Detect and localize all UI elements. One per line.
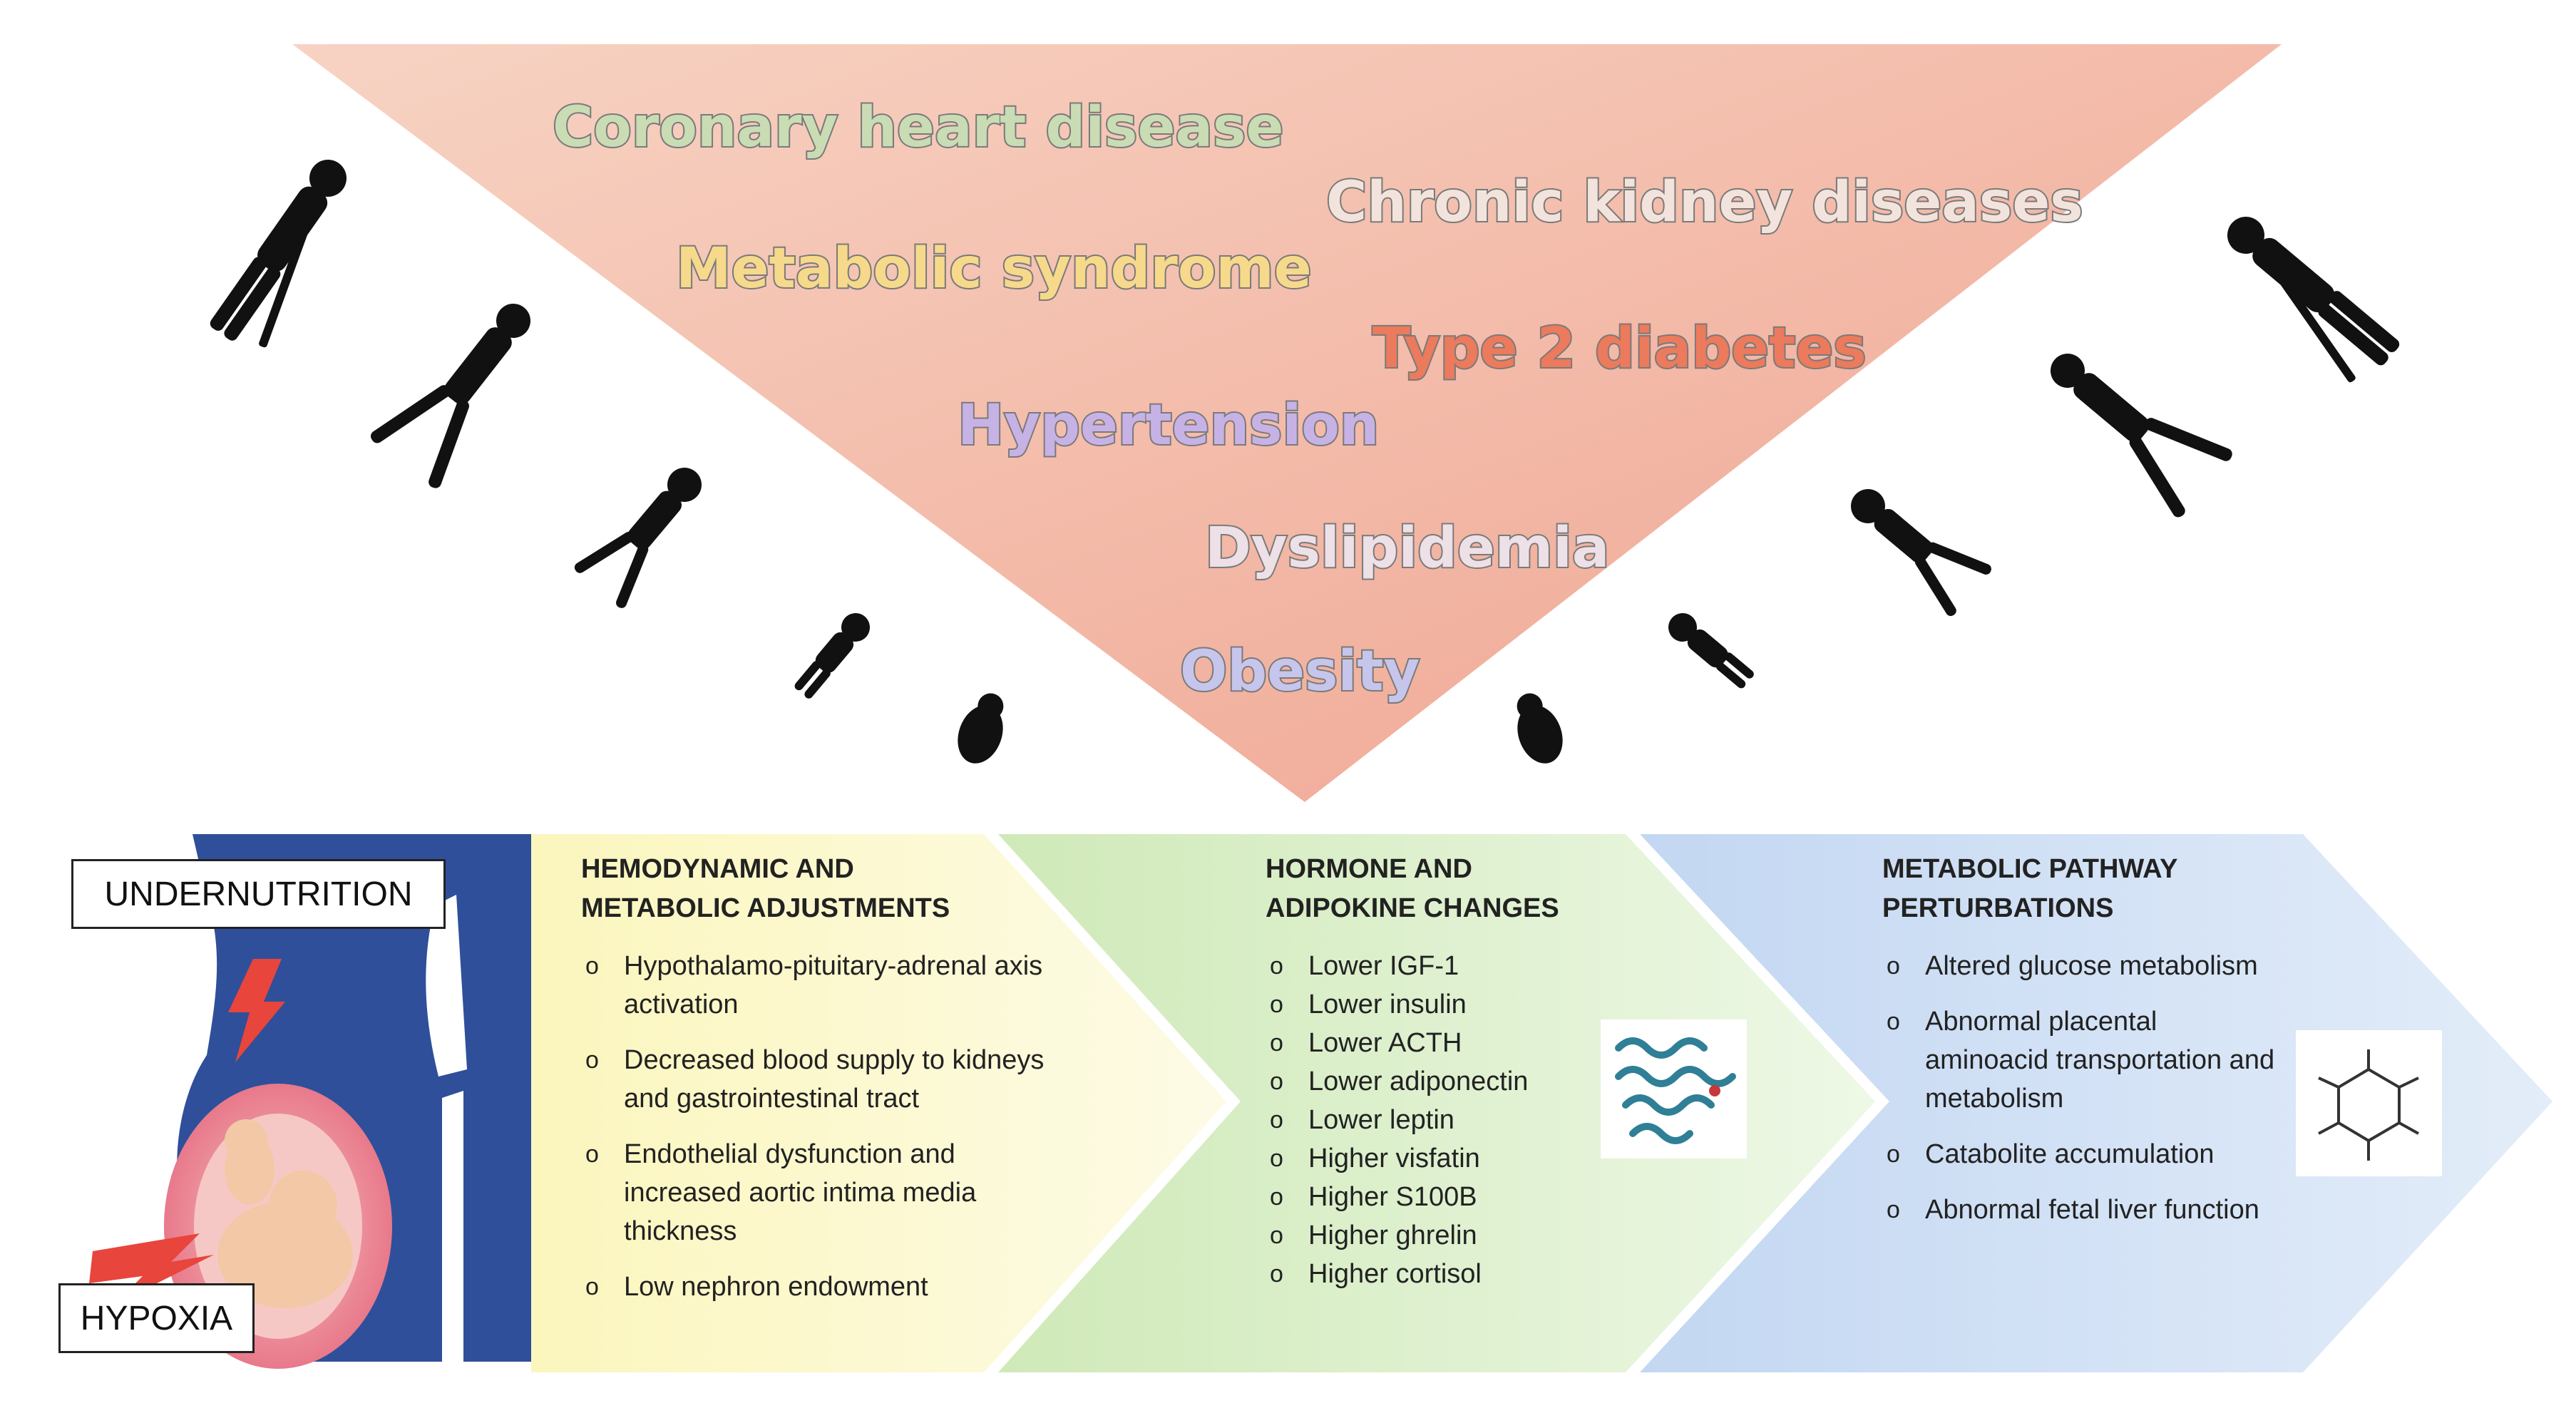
life-course-left [210, 160, 1004, 764]
elderly-silhouette-icon [2227, 217, 2400, 383]
list-item: Higher cortisol [1266, 1255, 1594, 1293]
list-item: Lower insulin [1266, 985, 1594, 1024]
panel-title: HEMODYNAMIC AND METABOLIC ADJUSTMENTS [581, 850, 1073, 928]
protein-structure-icon [1601, 1019, 1747, 1158]
panel-title-line: ADIPOKINE CHANGES [1266, 893, 1559, 924]
list-item: Higher visfatin [1266, 1139, 1594, 1178]
panel-list: Altered glucose metabolism Abnormal plac… [1882, 947, 2282, 1229]
disease-metabolic-syndrome: Metabolic syndrome [676, 237, 1312, 301]
panel-title-line: HORMONE AND [1266, 854, 1472, 884]
child-silhouette-icon [574, 468, 702, 608]
panel-title-line: METABOLIC ADJUSTMENTS [581, 893, 950, 924]
panel-list: Lower IGF-1 Lower insulin Lower ACTH Low… [1266, 947, 1594, 1293]
toddler-silhouette-icon [794, 613, 870, 699]
disease-obesity: Obesity [1180, 639, 1420, 704]
hypoxia-label: HYPOXIA [58, 1283, 255, 1353]
adult-silhouette-icon [2051, 354, 2232, 518]
list-item: Altered glucose metabolism [1882, 947, 2282, 985]
disease-pyramid [292, 44, 2282, 802]
list-item: Higher S100B [1266, 1178, 1594, 1216]
list-item: Endothelial dysfunction and increased ao… [581, 1135, 1073, 1250]
infant-silhouette-icon [1517, 693, 1563, 764]
panel-title-line: METABOLIC PATHWAY [1882, 854, 2178, 884]
adult-silhouette-icon [371, 304, 530, 488]
list-item: Abnormal placental aminoacid transportat… [1882, 1002, 2282, 1118]
list-item: Low nephron endowment [581, 1268, 1073, 1306]
panel-title: HORMONE AND ADIPOKINE CHANGES [1266, 850, 1594, 928]
disease-dyslipidemia: Dyslipidemia [1205, 516, 1609, 580]
lightning-icon [89, 1233, 214, 1305]
list-item: Higher ghrelin [1266, 1216, 1594, 1255]
elderly-silhouette-icon [210, 160, 347, 348]
inositol-molecule-icon [2296, 1030, 2442, 1176]
disease-coronary-heart-disease: Coronary heart disease [553, 96, 1283, 160]
list-item: Lower leptin [1266, 1101, 1594, 1139]
undernutrition-label: UNDERNUTRITION [71, 859, 446, 929]
disease-chronic-kidney-diseases: Chronic kidney diseases [1326, 170, 2083, 235]
child-silhouette-icon [1851, 489, 1991, 617]
fetus-icon [217, 1119, 353, 1308]
list-item: Lower IGF-1 [1266, 947, 1594, 985]
panel-metabolic-pathway: METABOLIC PATHWAY PERTURBATIONS Altered … [1882, 850, 2282, 1246]
panel-title-line: HEMODYNAMIC AND [581, 854, 854, 884]
panel-hemodynamic: HEMODYNAMIC AND METABOLIC ADJUSTMENTS Hy… [581, 850, 1073, 1323]
arm-shape [426, 895, 467, 1077]
list-item: Hypothalamo-pituitary-adrenal axis activ… [581, 947, 1073, 1024]
panel-title-line: PERTURBATIONS [1882, 893, 2114, 924]
list-item: Catabolite accumulation [1882, 1135, 2282, 1173]
lightning-icon [228, 959, 285, 1062]
list-item: Lower ACTH [1266, 1024, 1594, 1062]
toddler-silhouette-icon [1668, 613, 1754, 689]
list-item: Decreased blood supply to kidneys and ga… [581, 1041, 1073, 1118]
panel-list: Hypothalamo-pituitary-adrenal axis activ… [581, 947, 1073, 1306]
list-item: Abnormal fetal liver function [1882, 1191, 2282, 1229]
panel-title: METABOLIC PATHWAY PERTURBATIONS [1882, 850, 2282, 928]
disease-type-2-diabetes: Type 2 diabetes [1372, 317, 1867, 381]
panel-hormone: HORMONE AND ADIPOKINE CHANGES Lower IGF-… [1266, 850, 1594, 1293]
list-item: Lower adiponectin [1266, 1062, 1594, 1101]
infant-silhouette-icon [958, 693, 1004, 764]
disease-hypertension: Hypertension [958, 394, 1379, 458]
life-course-right [1517, 217, 2400, 764]
